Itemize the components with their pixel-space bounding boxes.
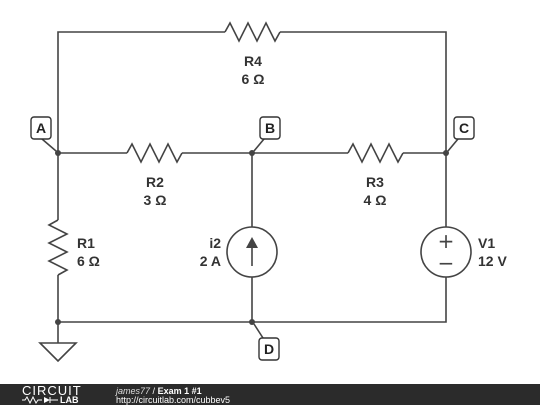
wire-top-left [57, 31, 225, 153]
node-b-pointer [253, 138, 265, 152]
r4-value: 6 Ω [242, 71, 265, 87]
junction-d [249, 319, 255, 325]
footer-bar: CIRCUIT LAB james77 / Exam 1 #1 http://c… [0, 384, 540, 405]
resistor-r3[interactable] [347, 142, 404, 164]
current-source-i2[interactable] [226, 226, 278, 278]
svg-text:B: B [265, 120, 275, 136]
title-separator: / [152, 386, 156, 396]
circuit-schematic: + − A B C D R4 6 Ω R2 3 Ω R3 4 Ω R1 6 Ω … [30, 21, 507, 363]
junction-b [249, 150, 255, 156]
svg-text:D: D [264, 341, 274, 357]
junction-c [443, 150, 449, 156]
r3-name: R3 [366, 174, 384, 190]
junction-a [55, 150, 61, 156]
r3-value: 4 Ω [364, 192, 387, 208]
r1-name: R1 [77, 235, 95, 251]
wire-top-right [280, 31, 447, 153]
circuit-url-link[interactable]: http://circuitlab.com/cubbev5 [116, 395, 231, 405]
node-c-pointer [447, 138, 459, 152]
junction-left-bottom [55, 319, 61, 325]
node-label-a[interactable]: A [30, 116, 52, 140]
v1-plus-sign: + [438, 229, 455, 253]
ground-icon [38, 342, 78, 363]
node-label-b[interactable]: B [259, 116, 281, 140]
i2-name: i2 [209, 235, 221, 251]
circuit-title: Exam 1 #1 [157, 386, 202, 396]
arrow-up-icon [246, 237, 258, 248]
v1-minus-sign: − [438, 251, 455, 275]
v1-name: V1 [478, 235, 495, 251]
i2-value: 2 A [200, 253, 221, 269]
r1-value: 6 Ω [77, 253, 100, 269]
svg-text:C: C [459, 120, 469, 136]
node-label-d[interactable]: D [258, 337, 280, 361]
node-a-pointer [41, 138, 57, 152]
svg-text:A: A [36, 120, 46, 136]
node-label-c[interactable]: C [453, 116, 475, 140]
voltage-source-v1[interactable]: + − [420, 226, 472, 278]
resistor-r2[interactable] [126, 142, 183, 164]
logo-text-lab: LAB [60, 395, 79, 405]
resistor-r1[interactable] [47, 219, 69, 276]
resistor-r4[interactable] [224, 21, 281, 43]
r4-name: R4 [244, 53, 262, 69]
resistor-diode-logo-icon [22, 395, 58, 405]
node-d-pointer [253, 323, 264, 339]
r2-name: R2 [146, 174, 164, 190]
logo-text-circuit: CIRCUIT [22, 383, 82, 398]
wires [57, 31, 447, 343]
r2-value: 3 Ω [144, 192, 167, 208]
v1-value: 12 V [478, 253, 507, 269]
footer-author-title: james77 / Exam 1 #1 [116, 386, 202, 396]
author-link[interactable]: james77 [116, 386, 151, 396]
wire-v1-bottom [58, 277, 447, 323]
